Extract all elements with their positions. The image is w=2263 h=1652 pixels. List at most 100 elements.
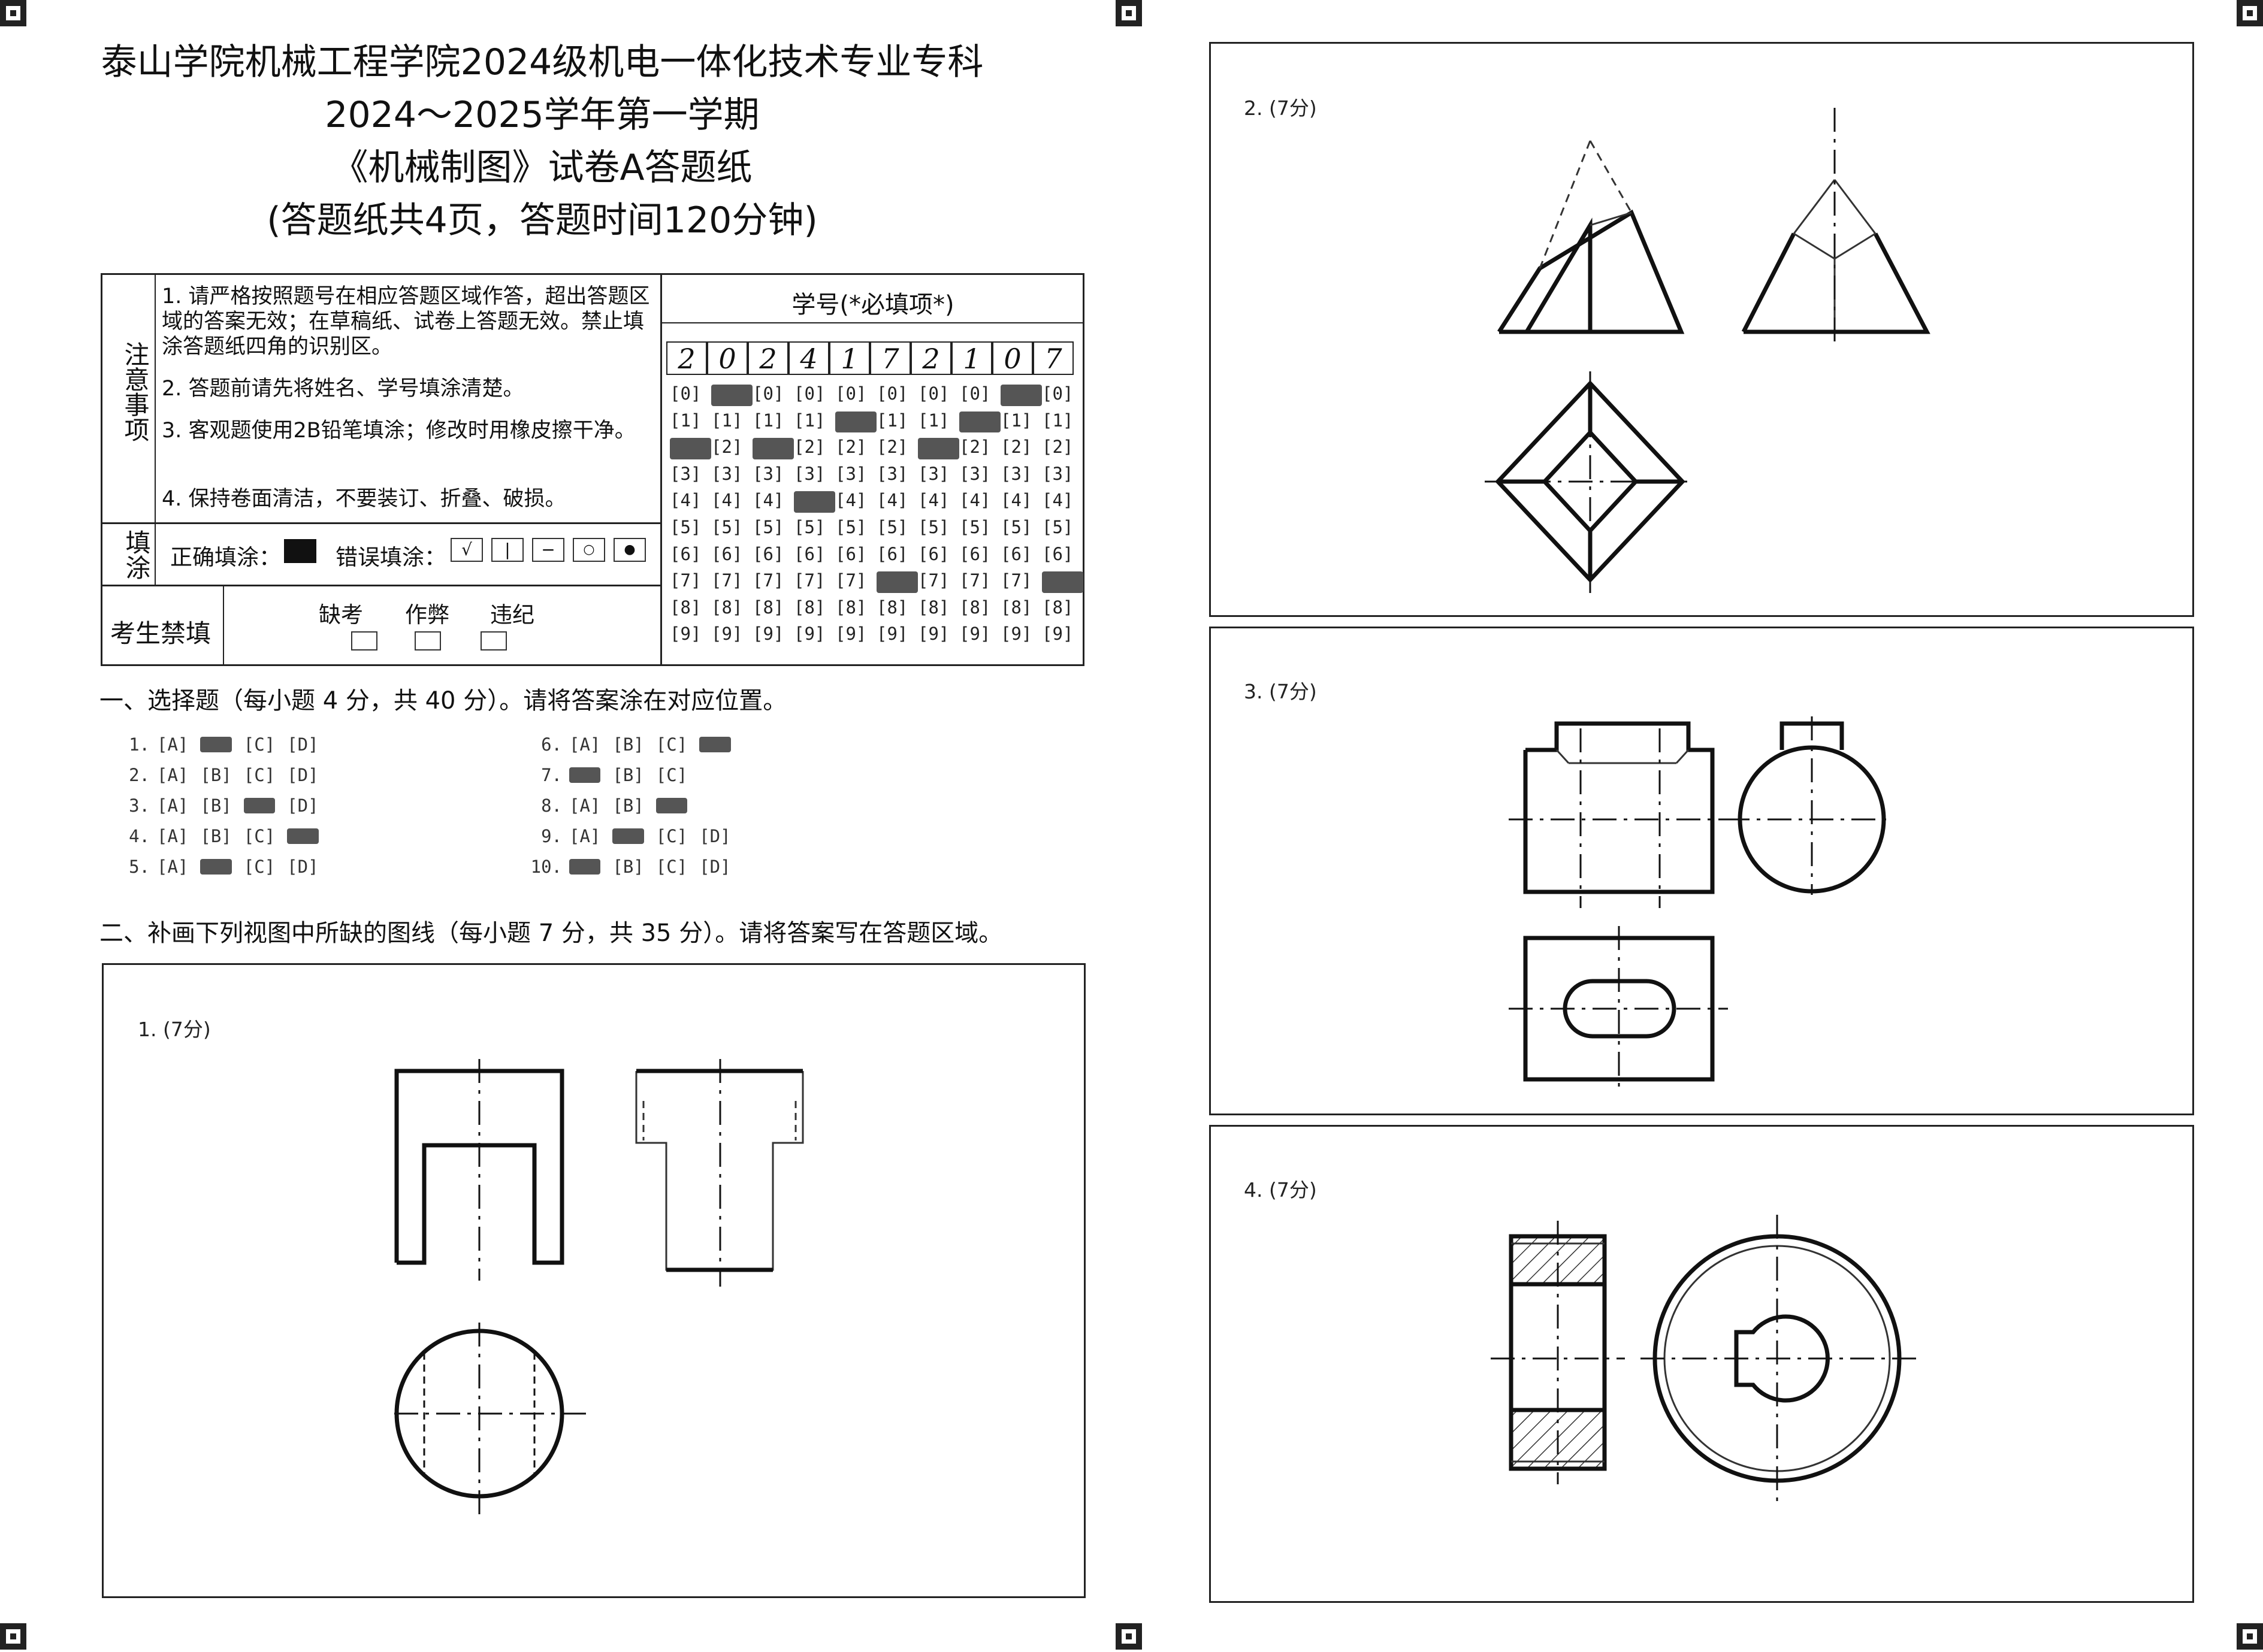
mc-option-filled[interactable]: [A]: [569, 765, 601, 785]
id-bubble[interactable]: [3]: [835, 463, 867, 484]
id-bubble[interactable]: [2]: [711, 437, 743, 458]
id-bubble[interactable]: [6]: [835, 543, 867, 564]
mc-option-filled[interactable]: [C]: [243, 795, 276, 816]
id-bubble[interactable]: [3]: [794, 463, 826, 484]
id-bubble[interactable]: [5]: [1042, 516, 1074, 537]
id-bubble[interactable]: [0]: [753, 383, 784, 404]
cheat-checkbox[interactable]: [415, 631, 441, 650]
mc-option-filled[interactable]: [A]: [569, 857, 601, 877]
id-bubble[interactable]: [0]: [670, 383, 702, 404]
id-bubble[interactable]: [6]: [1001, 543, 1032, 564]
id-bubble[interactable]: [6]: [711, 543, 743, 564]
mc-option[interactable]: [B]: [612, 765, 644, 785]
id-bubble[interactable]: [1]: [753, 410, 784, 431]
mc-option[interactable]: [A]: [157, 826, 189, 846]
id-bubble-filled[interactable]: [1]: [835, 410, 877, 437]
id-bubble[interactable]: [2]: [835, 437, 867, 458]
id-bubble[interactable]: [3]: [670, 463, 702, 484]
id-bubble[interactable]: [3]: [1001, 463, 1032, 484]
mc-option[interactable]: [B]: [200, 765, 232, 785]
mc-option[interactable]: [D]: [287, 857, 319, 877]
id-bubble[interactable]: [1]: [794, 410, 826, 431]
student-id-digit-box[interactable]: 2: [666, 341, 707, 375]
mc-option[interactable]: [C]: [243, 826, 276, 846]
id-bubble[interactable]: [9]: [918, 624, 950, 645]
mc-option[interactable]: [C]: [243, 765, 276, 785]
id-bubble[interactable]: [9]: [753, 624, 784, 645]
mc-option[interactable]: [D]: [699, 826, 731, 846]
id-bubble[interactable]: [9]: [835, 624, 867, 645]
id-bubble[interactable]: [3]: [711, 463, 743, 484]
mc-option-filled[interactable]: [C]: [655, 795, 688, 816]
id-bubble[interactable]: [6]: [670, 543, 702, 564]
id-bubble[interactable]: [7]: [670, 570, 702, 591]
id-bubble[interactable]: [8]: [794, 597, 826, 618]
id-bubble[interactable]: [2]: [1001, 437, 1032, 458]
id-bubble[interactable]: [7]: [1001, 570, 1032, 591]
id-bubble[interactable]: [9]: [877, 624, 908, 645]
mc-option[interactable]: [C]: [243, 734, 276, 755]
mc-option-filled[interactable]: [D]: [287, 826, 319, 846]
id-bubble[interactable]: [9]: [670, 624, 702, 645]
mc-option[interactable]: [A]: [157, 857, 189, 877]
id-bubble[interactable]: [4]: [1042, 490, 1074, 511]
id-bubble[interactable]: [5]: [877, 516, 908, 537]
id-bubble[interactable]: [7]: [753, 570, 784, 591]
id-bubble[interactable]: [4]: [753, 490, 784, 511]
id-bubble[interactable]: [9]: [794, 624, 826, 645]
id-bubble[interactable]: [3]: [918, 463, 950, 484]
id-bubble[interactable]: [9]: [711, 624, 743, 645]
id-bubble[interactable]: [8]: [1042, 597, 1074, 618]
id-bubble[interactable]: [7]: [794, 570, 826, 591]
id-bubble[interactable]: [8]: [711, 597, 743, 618]
mc-option[interactable]: [A]: [569, 826, 601, 846]
id-bubble[interactable]: [9]: [1001, 624, 1032, 645]
id-bubble[interactable]: [5]: [711, 516, 743, 537]
id-bubble[interactable]: [7]: [711, 570, 743, 591]
id-bubble[interactable]: [4]: [711, 490, 743, 511]
id-bubble[interactable]: [8]: [918, 597, 950, 618]
id-bubble[interactable]: [5]: [918, 516, 950, 537]
student-id-digit-box[interactable]: 1: [829, 341, 870, 375]
id-bubble[interactable]: [8]: [1001, 597, 1032, 618]
id-bubble[interactable]: [4]: [1001, 490, 1032, 511]
id-bubble[interactable]: [3]: [959, 463, 991, 484]
student-id-digit-box[interactable]: 0: [707, 341, 748, 375]
answer-box-q4[interactable]: [1209, 1125, 2194, 1603]
answer-box-q1[interactable]: [102, 963, 1086, 1598]
student-id-digit-box[interactable]: 2: [911, 341, 951, 375]
id-bubble[interactable]: [1]: [918, 410, 950, 431]
id-bubble-filled[interactable]: [7]: [877, 570, 918, 597]
id-bubble[interactable]: [4]: [877, 490, 908, 511]
id-bubble[interactable]: [0]: [1042, 383, 1074, 404]
id-bubble[interactable]: [1]: [877, 410, 908, 431]
id-bubble[interactable]: [5]: [794, 516, 826, 537]
id-bubble[interactable]: [5]: [670, 516, 702, 537]
mc-option[interactable]: [A]: [569, 795, 601, 816]
id-bubble[interactable]: [3]: [753, 463, 784, 484]
absent-checkbox[interactable]: [351, 631, 377, 650]
mc-option-filled[interactable]: [B]: [200, 857, 232, 877]
id-bubble[interactable]: [8]: [835, 597, 867, 618]
student-id-digit-box[interactable]: 7: [1033, 341, 1074, 375]
id-bubble[interactable]: [8]: [670, 597, 702, 618]
mc-option[interactable]: [A]: [157, 765, 189, 785]
mc-option[interactable]: [D]: [287, 795, 319, 816]
mc-option[interactable]: [B]: [612, 734, 644, 755]
id-bubble[interactable]: [1]: [1001, 410, 1032, 431]
id-bubble-filled[interactable]: [0]: [711, 383, 753, 410]
mc-option[interactable]: [C]: [243, 857, 276, 877]
id-bubble[interactable]: [9]: [959, 624, 991, 645]
id-bubble-filled[interactable]: [2]: [918, 437, 959, 464]
id-bubble[interactable]: [0]: [918, 383, 950, 404]
id-bubble[interactable]: [8]: [753, 597, 784, 618]
id-bubble-filled[interactable]: [2]: [670, 437, 711, 464]
id-bubble[interactable]: [5]: [1001, 516, 1032, 537]
id-bubble[interactable]: [1]: [670, 410, 702, 431]
student-id-bubble-grid[interactable]: [0][0][0][0][0][0][0][0][0][0][1][1][1][…: [670, 383, 1083, 650]
id-bubble[interactable]: [9]: [1042, 624, 1074, 645]
id-bubble[interactable]: [6]: [877, 543, 908, 564]
id-bubble[interactable]: [2]: [877, 437, 908, 458]
mc-option-filled[interactable]: [B]: [612, 826, 645, 846]
mc-option[interactable]: [A]: [157, 795, 189, 816]
